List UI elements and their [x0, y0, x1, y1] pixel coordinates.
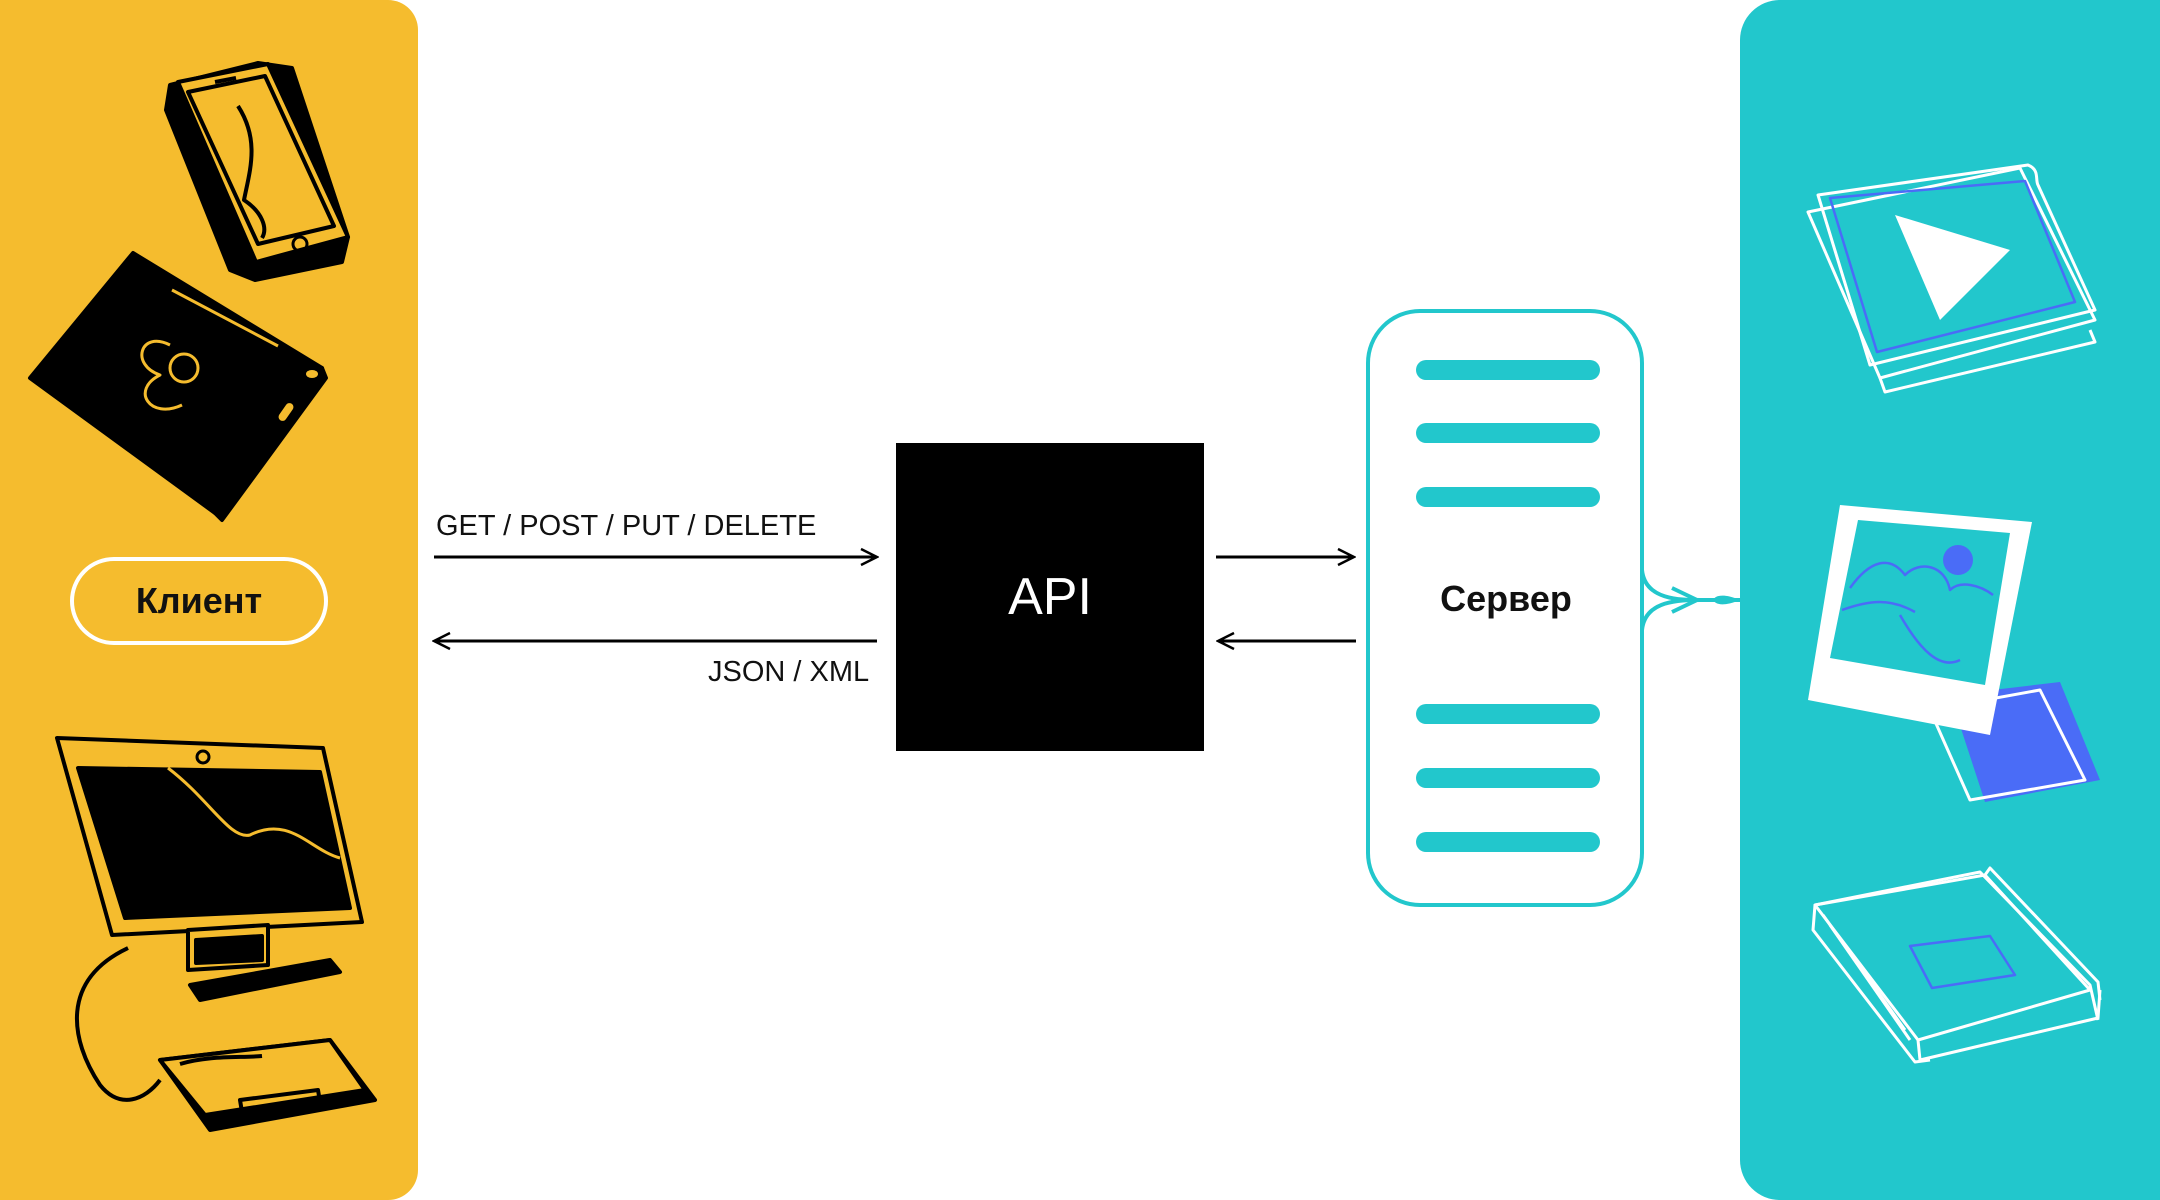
smartphone-icon — [164, 61, 350, 282]
client-label: Клиент — [70, 557, 328, 645]
book-icon — [1811, 866, 2102, 1064]
server-icon — [1366, 309, 1740, 907]
response-format-label: JSON / XML — [708, 656, 870, 688]
connector-notch — [1713, 595, 1740, 605]
video-file-icon — [1806, 163, 2097, 394]
api-box: API — [896, 443, 1204, 751]
request-methods-label: GET / POST / PUT / DELETE — [436, 510, 817, 542]
desktop-computer-icon — [55, 736, 377, 1132]
image-file-icon — [1808, 505, 2100, 802]
tablet-icon — [28, 251, 328, 522]
server-label: Сервер — [1440, 578, 1572, 619]
